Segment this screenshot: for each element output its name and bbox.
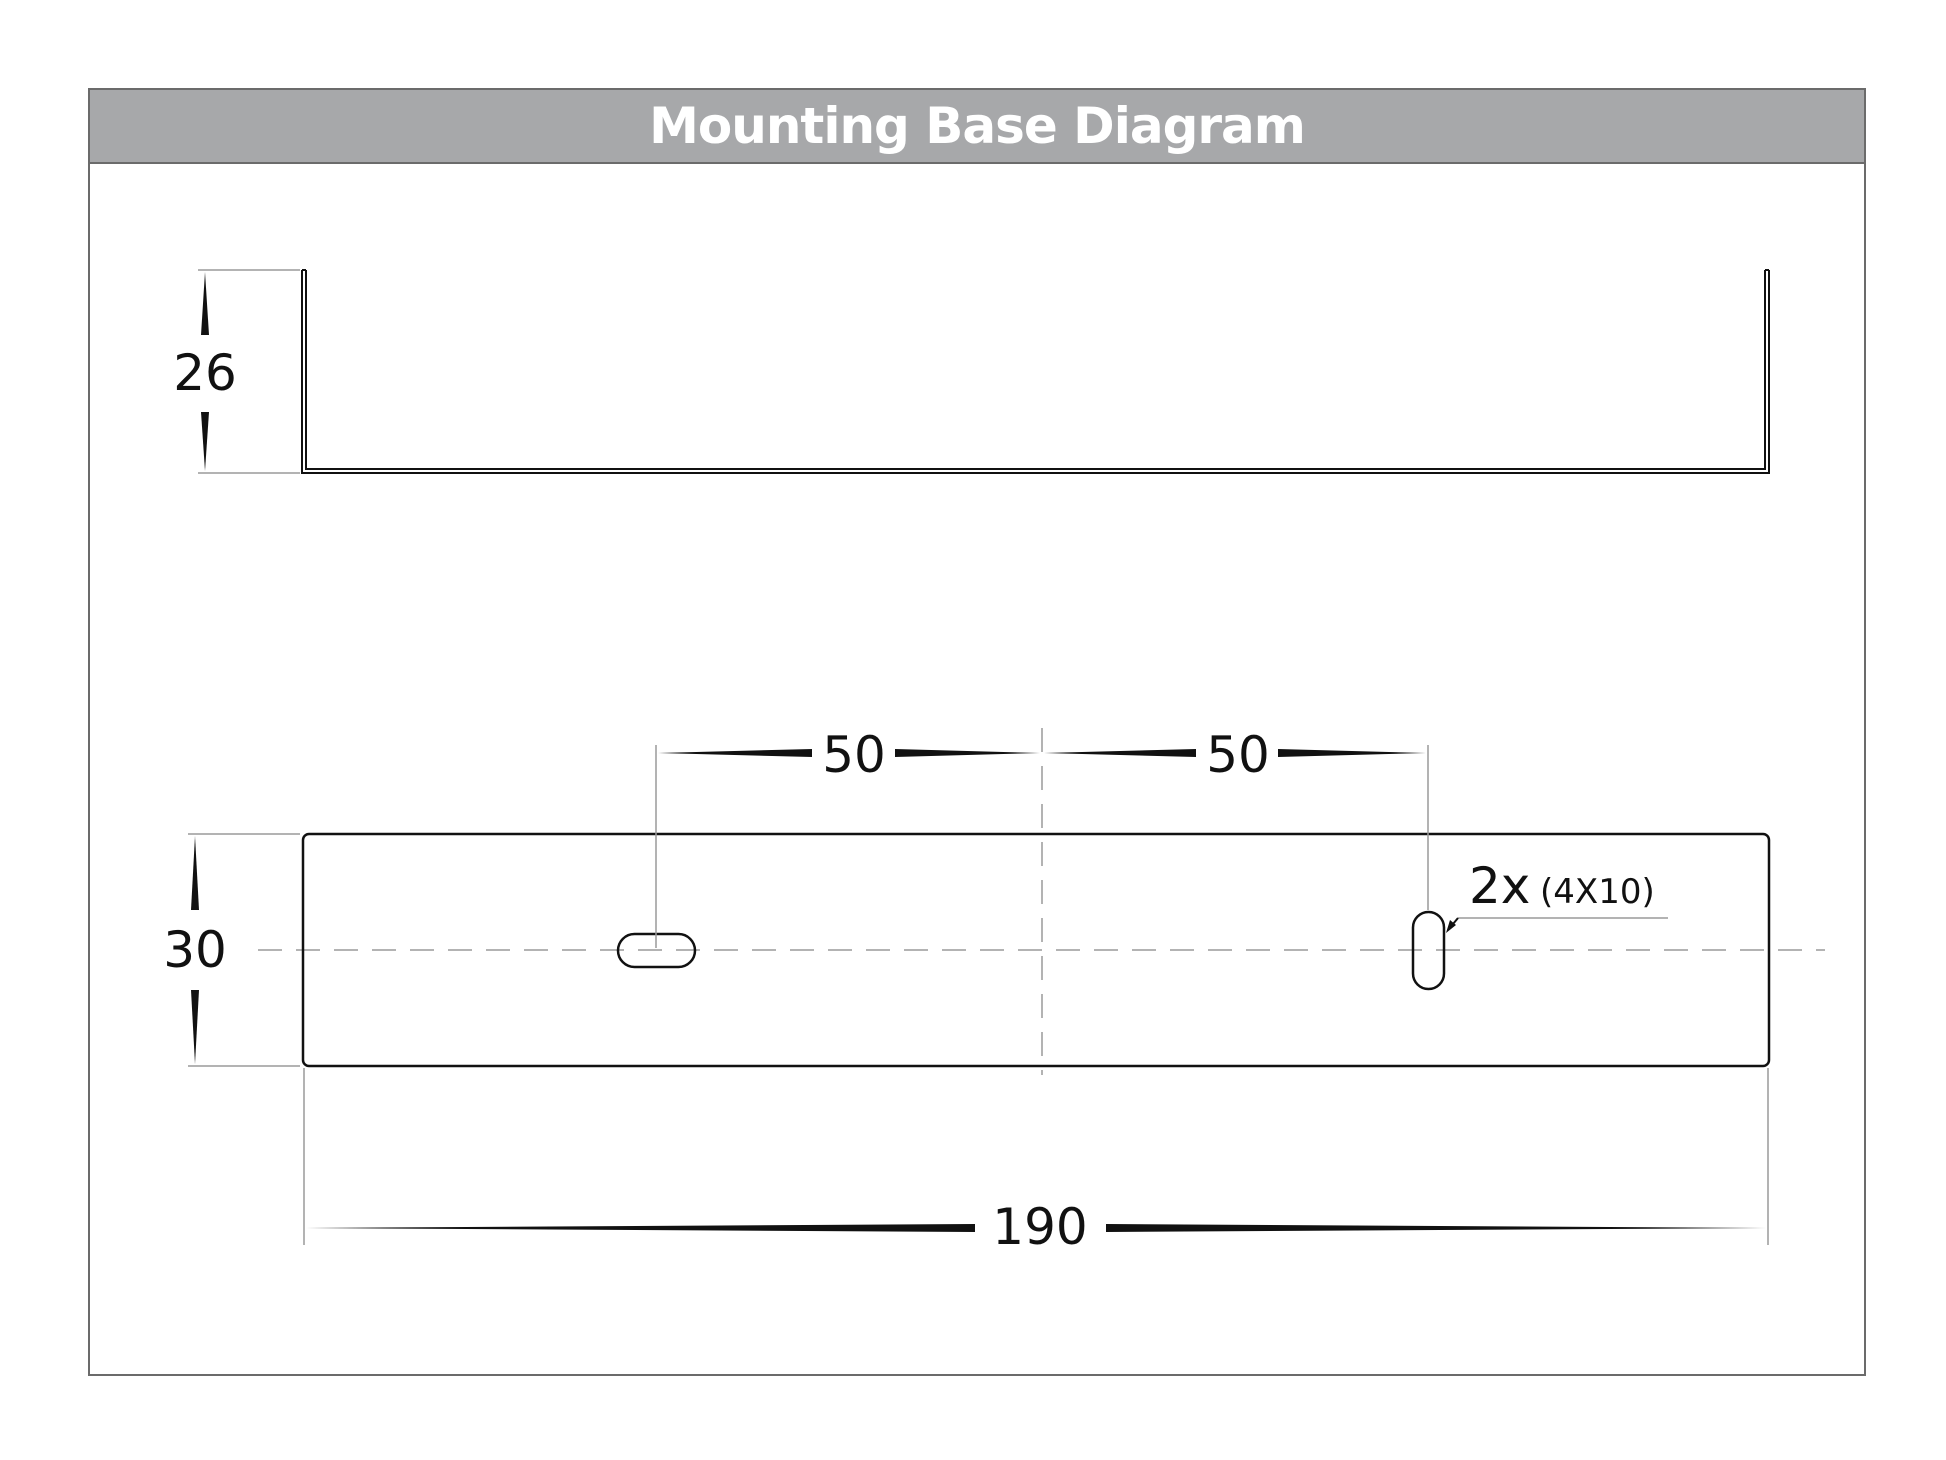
slot-size-label: (4X10) [1540,872,1655,912]
vertical-slot [1411,910,1446,991]
left-offset-label: 50 [822,726,886,784]
length-arrow-left [306,1224,975,1232]
slot-callout-arrowhead [1446,920,1456,933]
plate-outline [301,832,1771,1068]
side-view: 26 [173,269,1770,474]
right-offset-label: 50 [1206,726,1270,784]
diagram-title: Mounting Base Diagram [649,97,1306,155]
width-arrow-up [191,836,199,910]
height-dimension-label: 26 [173,344,237,402]
title-bar: Mounting Base Diagram [88,88,1866,164]
left-offset-arrow-left [658,749,812,757]
u-channel-profile-inner [305,270,1766,470]
length-dimension-label: 190 [992,1198,1087,1256]
right-offset-arrow-left [1044,749,1196,757]
height-arrow-down [201,412,209,471]
length-arrow-right [1106,1224,1766,1232]
slot-count-label: 2x [1469,857,1530,915]
right-offset-arrow-right [1278,749,1426,757]
u-channel-profile [301,270,1770,474]
width-arrow-down [191,990,199,1064]
left-offset-arrow-right [895,749,1040,757]
top-view: 50 50 30 190 2x (4X10) [163,726,1825,1256]
height-arrow-up [201,272,209,335]
width-dimension-label: 30 [163,921,227,979]
